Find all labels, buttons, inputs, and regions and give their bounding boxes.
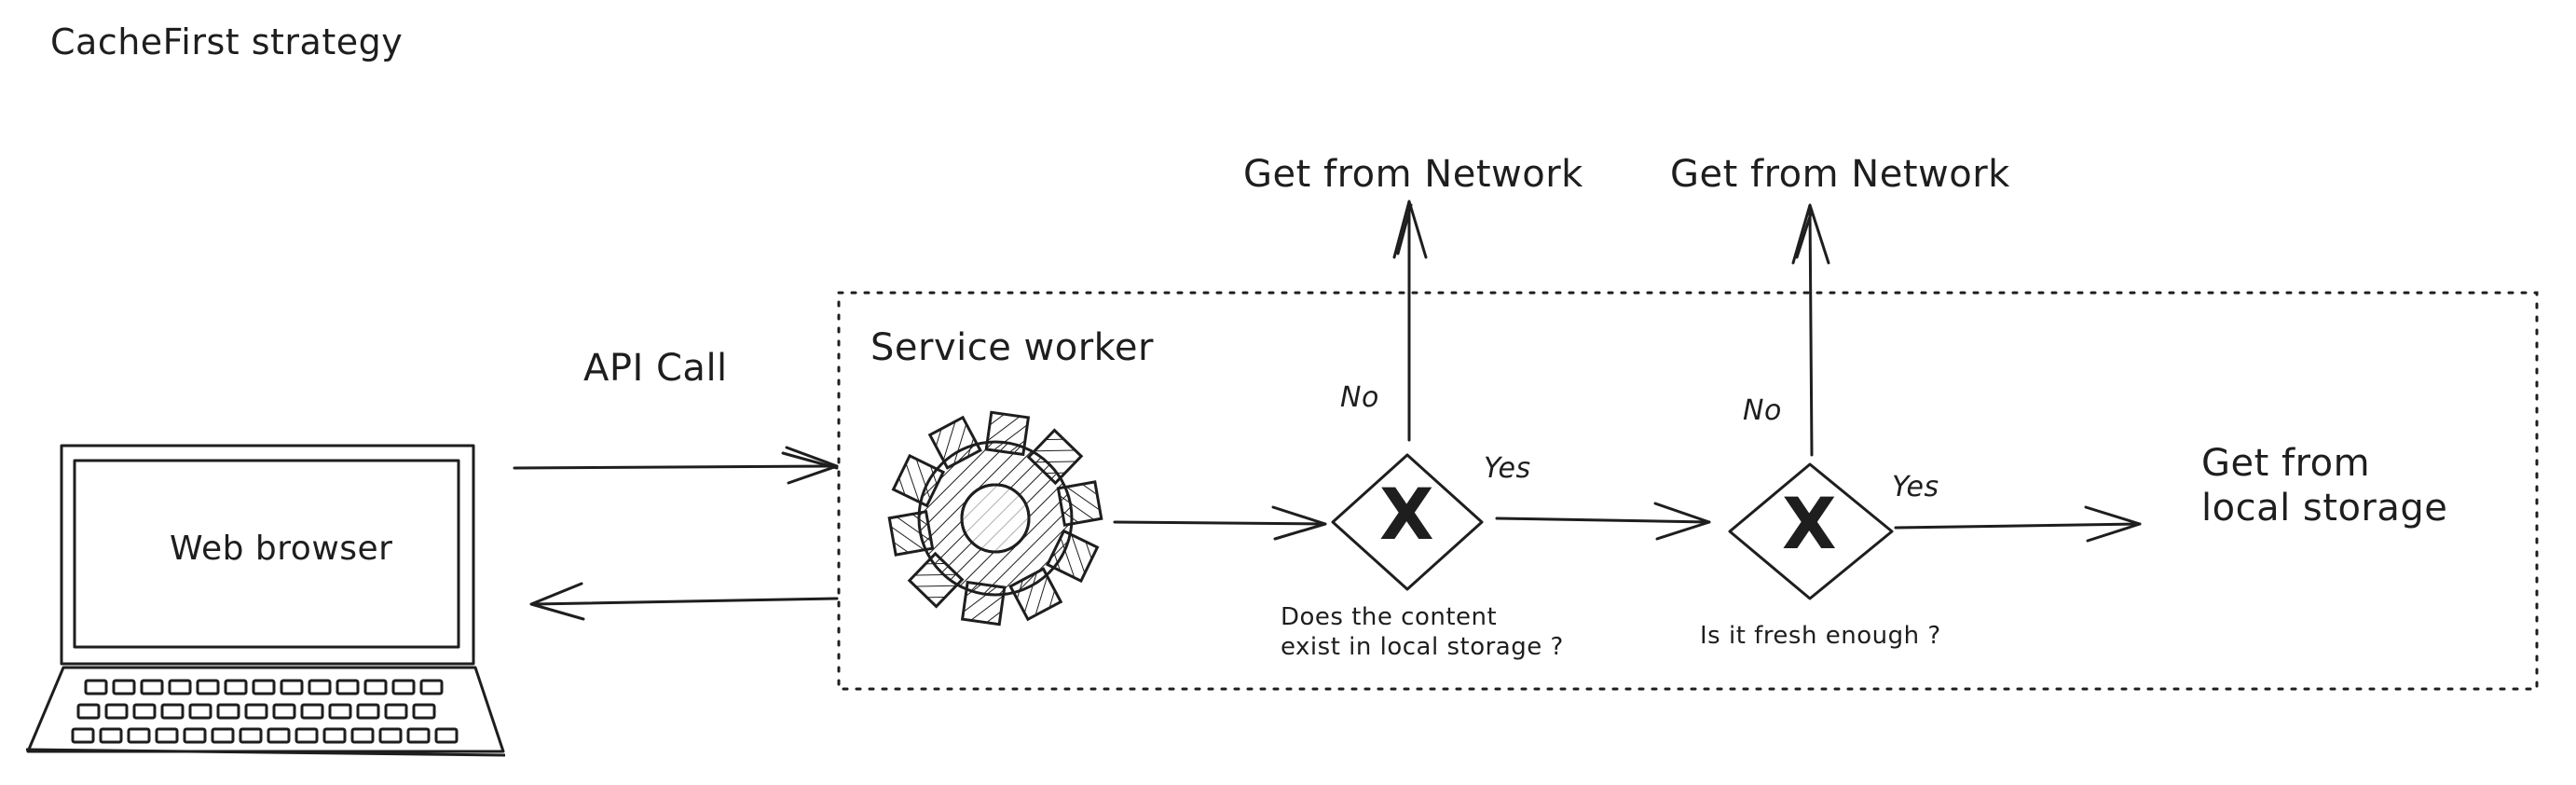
keyboard-key bbox=[99, 727, 123, 744]
keyboard-key bbox=[239, 727, 263, 744]
network-2-label: Get from Network bbox=[1670, 153, 2010, 196]
keyboard-key bbox=[196, 679, 220, 695]
decision-fresh-question: Is it fresh enough ? bbox=[1700, 622, 1941, 650]
keyboard-key bbox=[84, 679, 108, 695]
arrow-yes-to-decision-fresh bbox=[1495, 502, 1711, 541]
keyboard-key bbox=[267, 727, 291, 744]
keyboard-key bbox=[322, 727, 347, 744]
keyboard-key bbox=[216, 703, 240, 720]
keyboard-key bbox=[252, 679, 276, 695]
decision-fresh-no-label: No bbox=[1743, 394, 1782, 427]
arrow-to-decision-exists bbox=[1113, 505, 1327, 541]
keyboard-key bbox=[412, 703, 436, 720]
keyboard-key bbox=[363, 679, 388, 695]
keyboard-key bbox=[127, 727, 151, 744]
keyboard-key bbox=[183, 727, 207, 744]
keyboard-key bbox=[295, 727, 319, 744]
response-arrow bbox=[529, 582, 839, 621]
keyboard-key bbox=[71, 727, 95, 744]
decision-fresh-diamond bbox=[1728, 462, 1894, 600]
service-worker-boundary bbox=[837, 291, 2539, 691]
local-storage-label-line2: local storage bbox=[2201, 487, 2448, 530]
decision-exists-yes-label: Yes bbox=[1484, 452, 1531, 485]
keyboard-key bbox=[406, 727, 431, 744]
keyboard-key bbox=[244, 703, 268, 720]
keyboard-key bbox=[280, 679, 304, 695]
keyboard-key bbox=[356, 703, 380, 720]
keyboard-key bbox=[350, 727, 375, 744]
decision-exists-diamond bbox=[1331, 453, 1484, 591]
local-storage-label-line1: Get from bbox=[2201, 442, 2371, 485]
keyboard-key bbox=[76, 703, 101, 720]
arrow-yes-to-local-storage bbox=[1894, 505, 2142, 543]
keyboard-key bbox=[112, 679, 136, 695]
api-call-arrow bbox=[513, 446, 839, 485]
network-1-label: Get from Network bbox=[1243, 153, 1583, 196]
keyboard-key bbox=[272, 703, 296, 720]
laptop-icon bbox=[25, 444, 506, 757]
decision-exists-question-line2: exist in local storage ? bbox=[1281, 633, 1564, 661]
keyboard-key bbox=[336, 679, 360, 695]
gear-icon bbox=[887, 410, 1103, 627]
api-call-label: API Call bbox=[583, 347, 728, 390]
keyboard-key bbox=[384, 703, 408, 720]
keyboard-key bbox=[308, 679, 332, 695]
keyboard-key bbox=[211, 727, 235, 744]
keyboard-key bbox=[140, 679, 164, 695]
decision-exists-symbol: X bbox=[1379, 473, 1435, 556]
decision-fresh-symbol: X bbox=[1782, 482, 1838, 565]
keyboard-key bbox=[224, 679, 248, 695]
arrow-no-to-network-1 bbox=[1392, 200, 1428, 442]
keyboard-key bbox=[300, 703, 324, 720]
decision-exists-no-label: No bbox=[1340, 381, 1379, 414]
keyboard-key bbox=[378, 727, 403, 744]
keyboard-key bbox=[188, 703, 212, 720]
diagram-title: CacheFirst strategy bbox=[50, 21, 404, 62]
keyboard-key bbox=[391, 679, 416, 695]
arrow-no-to-network-2 bbox=[1791, 203, 1830, 457]
keyboard-key bbox=[168, 679, 192, 695]
keyboard-key bbox=[434, 727, 459, 744]
decision-fresh-yes-label: Yes bbox=[1892, 471, 1939, 503]
keyboard-key bbox=[155, 727, 179, 744]
decision-exists-question-line1: Does the content bbox=[1281, 603, 1498, 631]
keyboard-key bbox=[419, 679, 444, 695]
keyboard-key bbox=[160, 703, 185, 720]
keyboard bbox=[71, 679, 459, 744]
keyboard-key bbox=[104, 703, 129, 720]
web-browser-label: Web browser bbox=[170, 530, 393, 568]
service-worker-label: Service worker bbox=[870, 326, 1154, 369]
keyboard-key bbox=[328, 703, 352, 720]
keyboard-key bbox=[132, 703, 157, 720]
